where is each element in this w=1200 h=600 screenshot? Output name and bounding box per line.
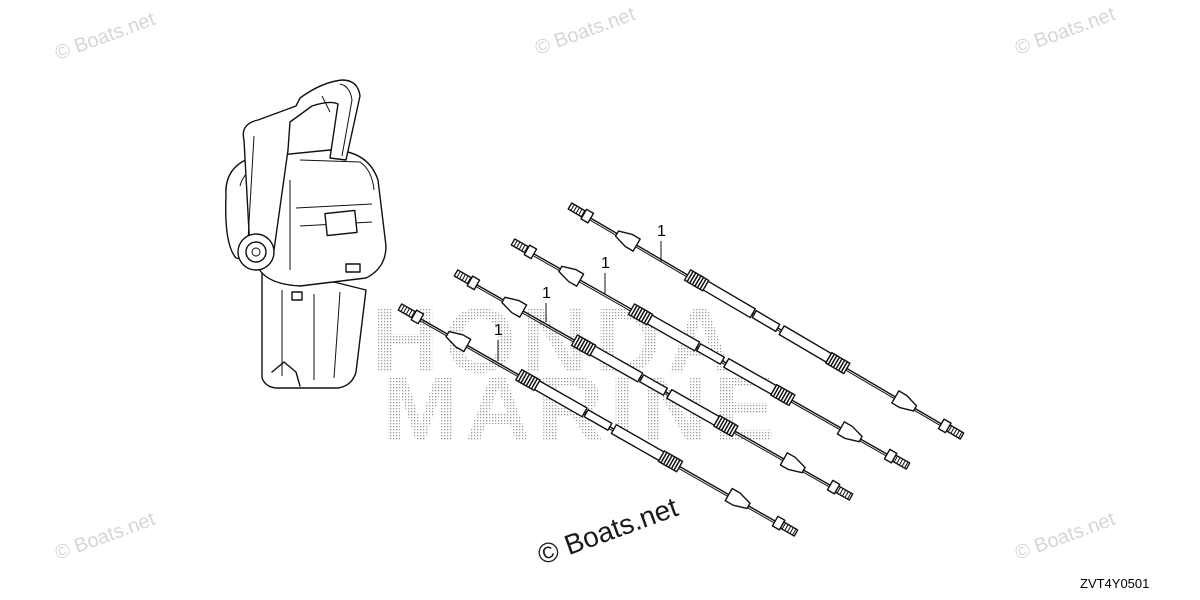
watermark-bottom-left: © Boats.net xyxy=(52,508,158,565)
logo-line-honda: HONDA xyxy=(372,290,739,392)
corner-watermarks: © Boats.net © Boats.net © Boats.net © Bo… xyxy=(52,3,1118,565)
watermark-top-left: © Boats.net xyxy=(52,8,158,65)
watermark-top-center: © Boats.net xyxy=(532,3,638,60)
watermark-bottom-right: © Boats.net xyxy=(1012,508,1118,565)
diagram-code: ZVT4Y0501 xyxy=(1080,576,1149,591)
control-cable xyxy=(510,238,911,470)
control-cable xyxy=(453,269,854,501)
control-cable xyxy=(567,202,965,440)
control-cable xyxy=(397,303,799,537)
callout-labels: 1 1 1 1 xyxy=(494,223,666,361)
callout-1-cable-a: 1 xyxy=(657,223,666,240)
callout-1-cable-c: 1 xyxy=(542,285,551,302)
callout-1-cable-d: 1 xyxy=(494,322,503,339)
callout-1-cable-b: 1 xyxy=(601,255,610,272)
honda-marine-logo: HONDA MARINE xyxy=(372,290,775,460)
remote-control-box-illustration xyxy=(225,79,387,389)
watermark-center: © Boats.net xyxy=(533,491,682,570)
control-cables xyxy=(397,202,965,537)
watermark-top-right: © Boats.net xyxy=(1012,3,1118,60)
